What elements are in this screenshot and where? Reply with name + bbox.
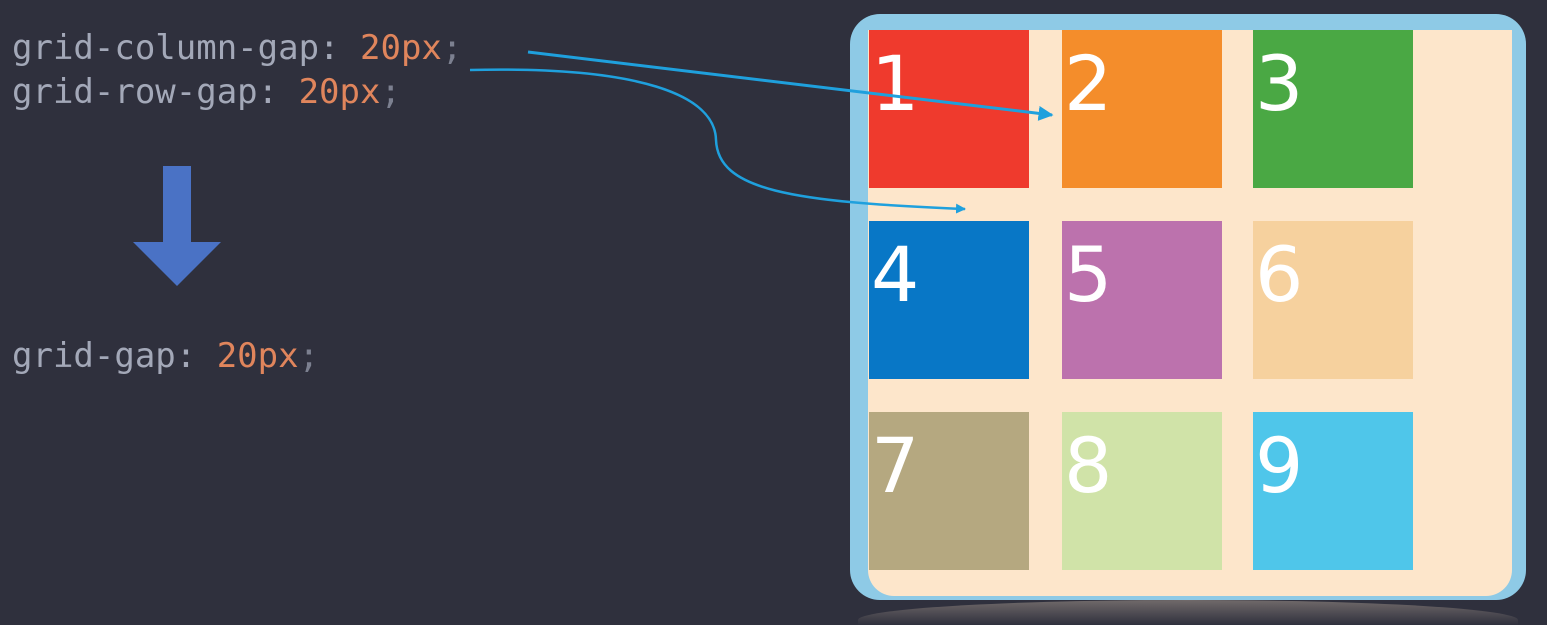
semicolon: ; <box>380 72 401 112</box>
grid-item-number: 4 <box>871 230 920 319</box>
property-name: grid-row-gap: <box>12 72 299 112</box>
grid-item-number: 7 <box>871 421 920 510</box>
property-value: 20px <box>216 336 299 376</box>
property-name: grid-column-gap: <box>12 28 360 68</box>
semicolon: ; <box>441 28 463 68</box>
grid-item-number: 3 <box>1255 39 1304 128</box>
code-line-grid-gap: grid-gap: 20px; <box>12 336 319 376</box>
grid-item-5: 5 <box>1062 221 1222 379</box>
grid-item-number: 1 <box>871 39 920 128</box>
grid-item-number: 2 <box>1064 39 1113 128</box>
grid-item-7: 7 <box>869 412 1029 570</box>
grid-item-number: 5 <box>1064 230 1113 319</box>
grid-item-number: 9 <box>1255 421 1304 510</box>
grid-item-2: 2 <box>1062 30 1222 188</box>
column-gap-arrow <box>527 50 1054 121</box>
property-name: grid-gap: <box>12 336 217 376</box>
semicolon: ; <box>298 336 320 376</box>
grid-item-4: 4 <box>869 221 1029 379</box>
code-line-grid-row-gap: grid-row-gap: 20px; <box>12 72 401 112</box>
grid-item-number: 6 <box>1255 230 1304 319</box>
container-reflection <box>858 600 1518 625</box>
grid-item-8: 8 <box>1062 412 1222 570</box>
grid-item-6: 6 <box>1253 221 1413 379</box>
row-gap-arrow <box>469 68 966 214</box>
down-arrow-icon <box>133 166 221 286</box>
grid-item-9: 9 <box>1253 412 1413 570</box>
grid-item-3: 3 <box>1253 30 1413 188</box>
property-value: 20px <box>360 28 442 68</box>
code-line-grid-column-gap: grid-column-gap: 20px; <box>12 28 462 68</box>
grid-item-number: 8 <box>1064 421 1113 510</box>
property-value: 20px <box>298 72 381 112</box>
